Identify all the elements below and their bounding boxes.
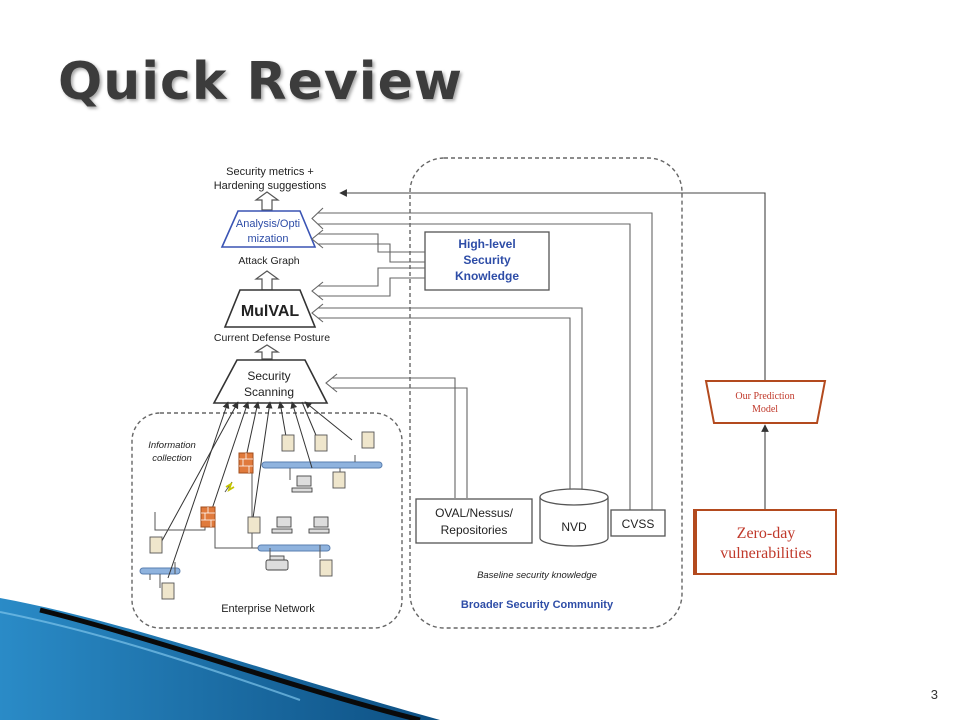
analysis-optimization-box [220,210,317,248]
lightning-icon [225,481,235,493]
page-number: 3 [930,687,938,702]
broader-community-label: Broader Security Community [461,599,614,611]
oval-label-1: OVAL/Nessus/ [435,506,513,520]
decorative-wedge [0,598,440,720]
knowledge-flow-arrows [311,207,653,510]
workstation-icon [265,475,330,571]
analysis-label-2: mization [248,233,289,245]
cvss-box [610,509,666,537]
oval-nessus-box [415,498,533,544]
highlevel-label-2: Security [463,253,511,267]
prediction-output-arrow [339,189,766,380]
firewall-icon [200,506,216,528]
outputs-label-2: Hardening suggestions [214,180,327,192]
server-icon [149,431,375,600]
current-defense-label: Current Defense Posture [214,332,330,344]
mulval-box [223,289,317,328]
network-buses [139,461,383,575]
prediction-model-box [704,380,827,424]
enterprise-network-region [131,412,403,629]
firewall-icon [238,452,254,474]
prediction-label-1: Our Prediction [735,391,794,402]
broader-community-region [409,157,683,629]
enterprise-network-label: Enterprise Network [221,603,315,615]
info-collection-lines [157,401,353,579]
oval-label-2: Repositories [441,523,508,537]
mulval-label: MulVAL [241,303,300,320]
analysis-label-1: Analysis/Opti [236,218,300,230]
slide-title: Quick Review [58,52,463,112]
attack-graph-label: Attack Graph [238,255,299,267]
stack-up-arrows [253,191,281,360]
outputs-label-1: Security metrics + [226,166,314,178]
baseline-label: Baseline security knowledge [477,570,597,581]
zeroday-label-1: Zero-day [737,525,796,542]
highlevel-label-1: High-level [458,237,515,251]
nvd-label: NVD [561,520,587,534]
zero-day-box [693,509,837,575]
cvss-label: CVSS [622,517,655,531]
high-level-knowledge-box [424,231,550,291]
highlevel-label-3: Knowledge [455,269,519,283]
info-collection-label-1: Information [148,440,196,451]
scanning-label-2: Scanning [244,385,294,399]
info-collection-label-2: collection [152,453,192,464]
zeroday-label-2: vulnerabilities [720,545,812,562]
nvd-database [539,488,609,547]
scanning-label-1: Security [247,369,290,383]
prediction-label-2: Model [752,404,778,415]
security-scanning-box [212,359,329,404]
